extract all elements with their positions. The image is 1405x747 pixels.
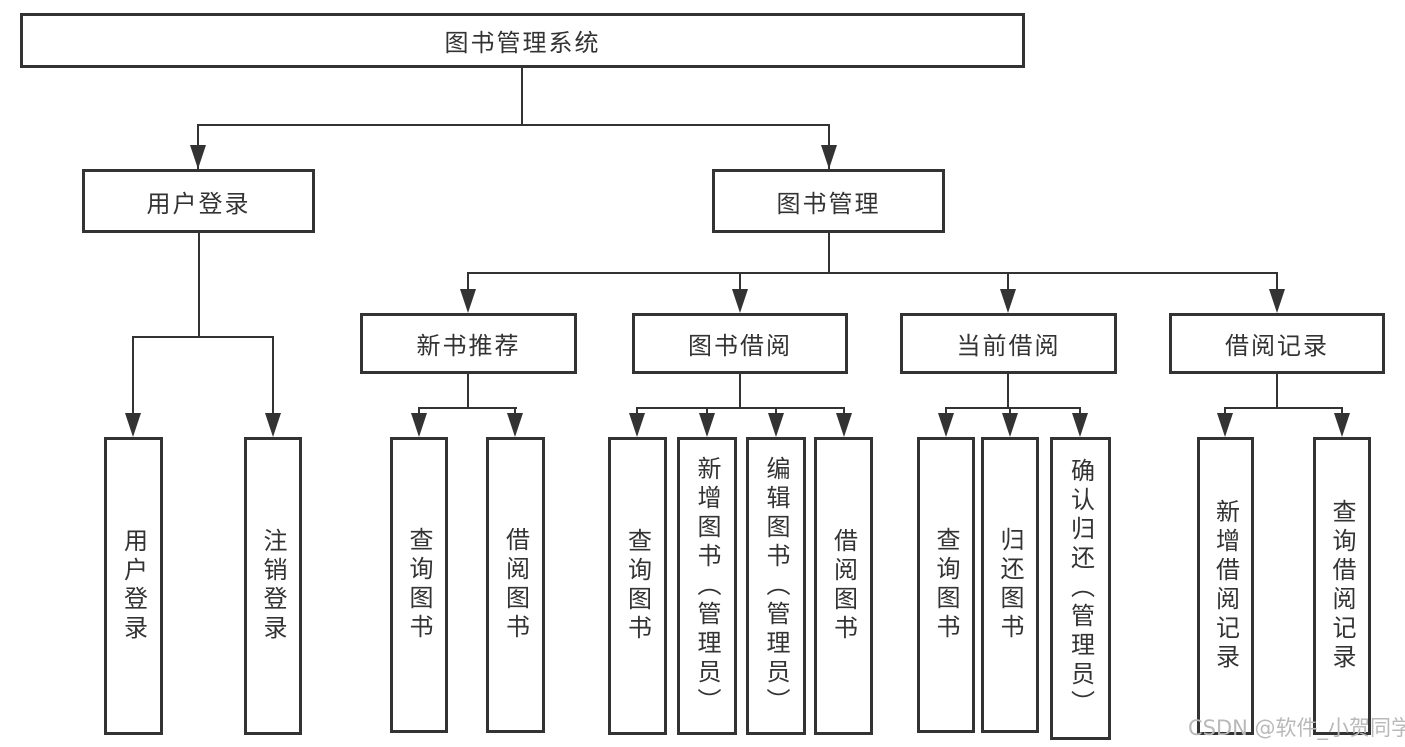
connector-stem: [739, 374, 741, 408]
node-label: 查询图书: [932, 527, 960, 643]
arrow-down-icon: [1072, 413, 1088, 437]
arrow-down-icon: [629, 413, 645, 437]
arrow-down-icon: [190, 145, 206, 169]
connector-branch: [945, 407, 1081, 409]
node-label: 借阅图书: [829, 528, 858, 644]
connector-book-mgmt-stem: [828, 233, 830, 274]
arrow-down-icon: [938, 413, 954, 437]
node-leaf-add-books-admin: 新增图书（管理员）: [677, 437, 737, 735]
node-leaf-user-login: 用户登录: [104, 437, 163, 735]
node-leaf-borrow-books: 借阅图书: [814, 437, 873, 735]
node-label: 当前借阅: [956, 332, 1061, 360]
node-leaf-query-borrow-record: 查询借阅记录: [1313, 437, 1371, 735]
node-label: 用户登录: [119, 528, 148, 644]
node-leaf-edit-books-admin: 编辑图书（管理员）: [746, 437, 806, 735]
connector-book-mgmt-branch: [467, 272, 1278, 274]
arrow-down-icon: [1217, 413, 1233, 437]
node-leaf-confirm-return-admin: 确认归还（管理员）: [1050, 437, 1111, 740]
node-label: 确认归还（管理员）: [1066, 458, 1095, 719]
node-label: 查询借阅记录: [1328, 499, 1356, 673]
arrow-down-icon: [125, 413, 141, 437]
node-label: 查询图书: [405, 527, 433, 643]
node-user-login: 用户登录: [82, 169, 315, 233]
node-current-borrowing: 当前借阅: [900, 313, 1117, 374]
node-leaf-query-books-borrowing: 查询图书: [608, 437, 667, 735]
connector-stem: [1276, 374, 1278, 408]
connector-stem: [132, 336, 134, 431]
node-label: 归还图书: [996, 527, 1024, 643]
connector-root-stem: [521, 68, 523, 126]
csdn-watermark: CSDN @软件_小贺同学: [1188, 716, 1405, 740]
connector-branch: [418, 407, 517, 409]
node-label: 借阅图书: [501, 527, 530, 643]
connector-root-branch: [197, 124, 830, 126]
arrow-down-icon: [699, 413, 715, 437]
arrow-down-icon: [1269, 289, 1285, 313]
arrow-down-icon: [460, 289, 476, 313]
node-label: 查询图书: [623, 528, 652, 644]
node-label: 新增图书（管理员）: [693, 455, 721, 717]
node-borrowing-records: 借阅记录: [1169, 313, 1385, 374]
node-label: 注销登录: [259, 528, 287, 644]
arrow-down-icon: [265, 413, 281, 437]
node-leaf-return-books: 归还图书: [981, 437, 1039, 733]
node-book-management: 图书管理: [712, 169, 945, 233]
arrow-down-icon: [821, 145, 837, 169]
node-label: 新书推荐: [416, 332, 521, 360]
node-label: 用户登录: [146, 189, 251, 218]
arrow-down-icon: [411, 413, 427, 437]
node-label: 编辑图书（管理员）: [762, 455, 790, 717]
node-leaf-query-books-recommend: 查询图书: [390, 437, 448, 733]
connector-stem: [467, 374, 469, 408]
node-book-borrowing: 图书借阅: [632, 313, 848, 374]
connector-branch: [1224, 407, 1343, 409]
node-new-book-recommend: 新书推荐: [360, 313, 577, 374]
connector-stem: [272, 336, 274, 431]
arrow-down-icon: [836, 413, 852, 437]
connector-stem: [1007, 374, 1009, 408]
node-leaf-borrow-books-recommend: 借阅图书: [486, 437, 545, 733]
node-label: 图书借阅: [688, 332, 792, 360]
arrow-down-icon: [507, 413, 523, 437]
connector-user-login-stem: [198, 233, 200, 338]
connector-user-login-branch: [132, 336, 274, 338]
node-leaf-logout: 注销登录: [244, 437, 302, 735]
node-leaf-add-borrow-record: 新增借阅记录: [1197, 437, 1254, 735]
node-leaf-query-books-current: 查询图书: [917, 437, 975, 733]
arrow-down-icon: [1000, 289, 1016, 313]
arrow-down-icon: [1334, 413, 1350, 437]
arrow-down-icon: [1002, 413, 1018, 437]
connector-branch: [636, 407, 845, 409]
arrow-down-icon: [768, 413, 784, 437]
node-label: 图书管理系统: [444, 29, 601, 57]
node-label: 借阅记录: [1225, 332, 1329, 360]
node-root-library-system: 图书管理系统: [20, 13, 1025, 68]
node-label: 新增借阅记录: [1211, 499, 1240, 673]
arrow-down-icon: [732, 289, 748, 313]
node-label: 图书管理: [776, 189, 881, 218]
